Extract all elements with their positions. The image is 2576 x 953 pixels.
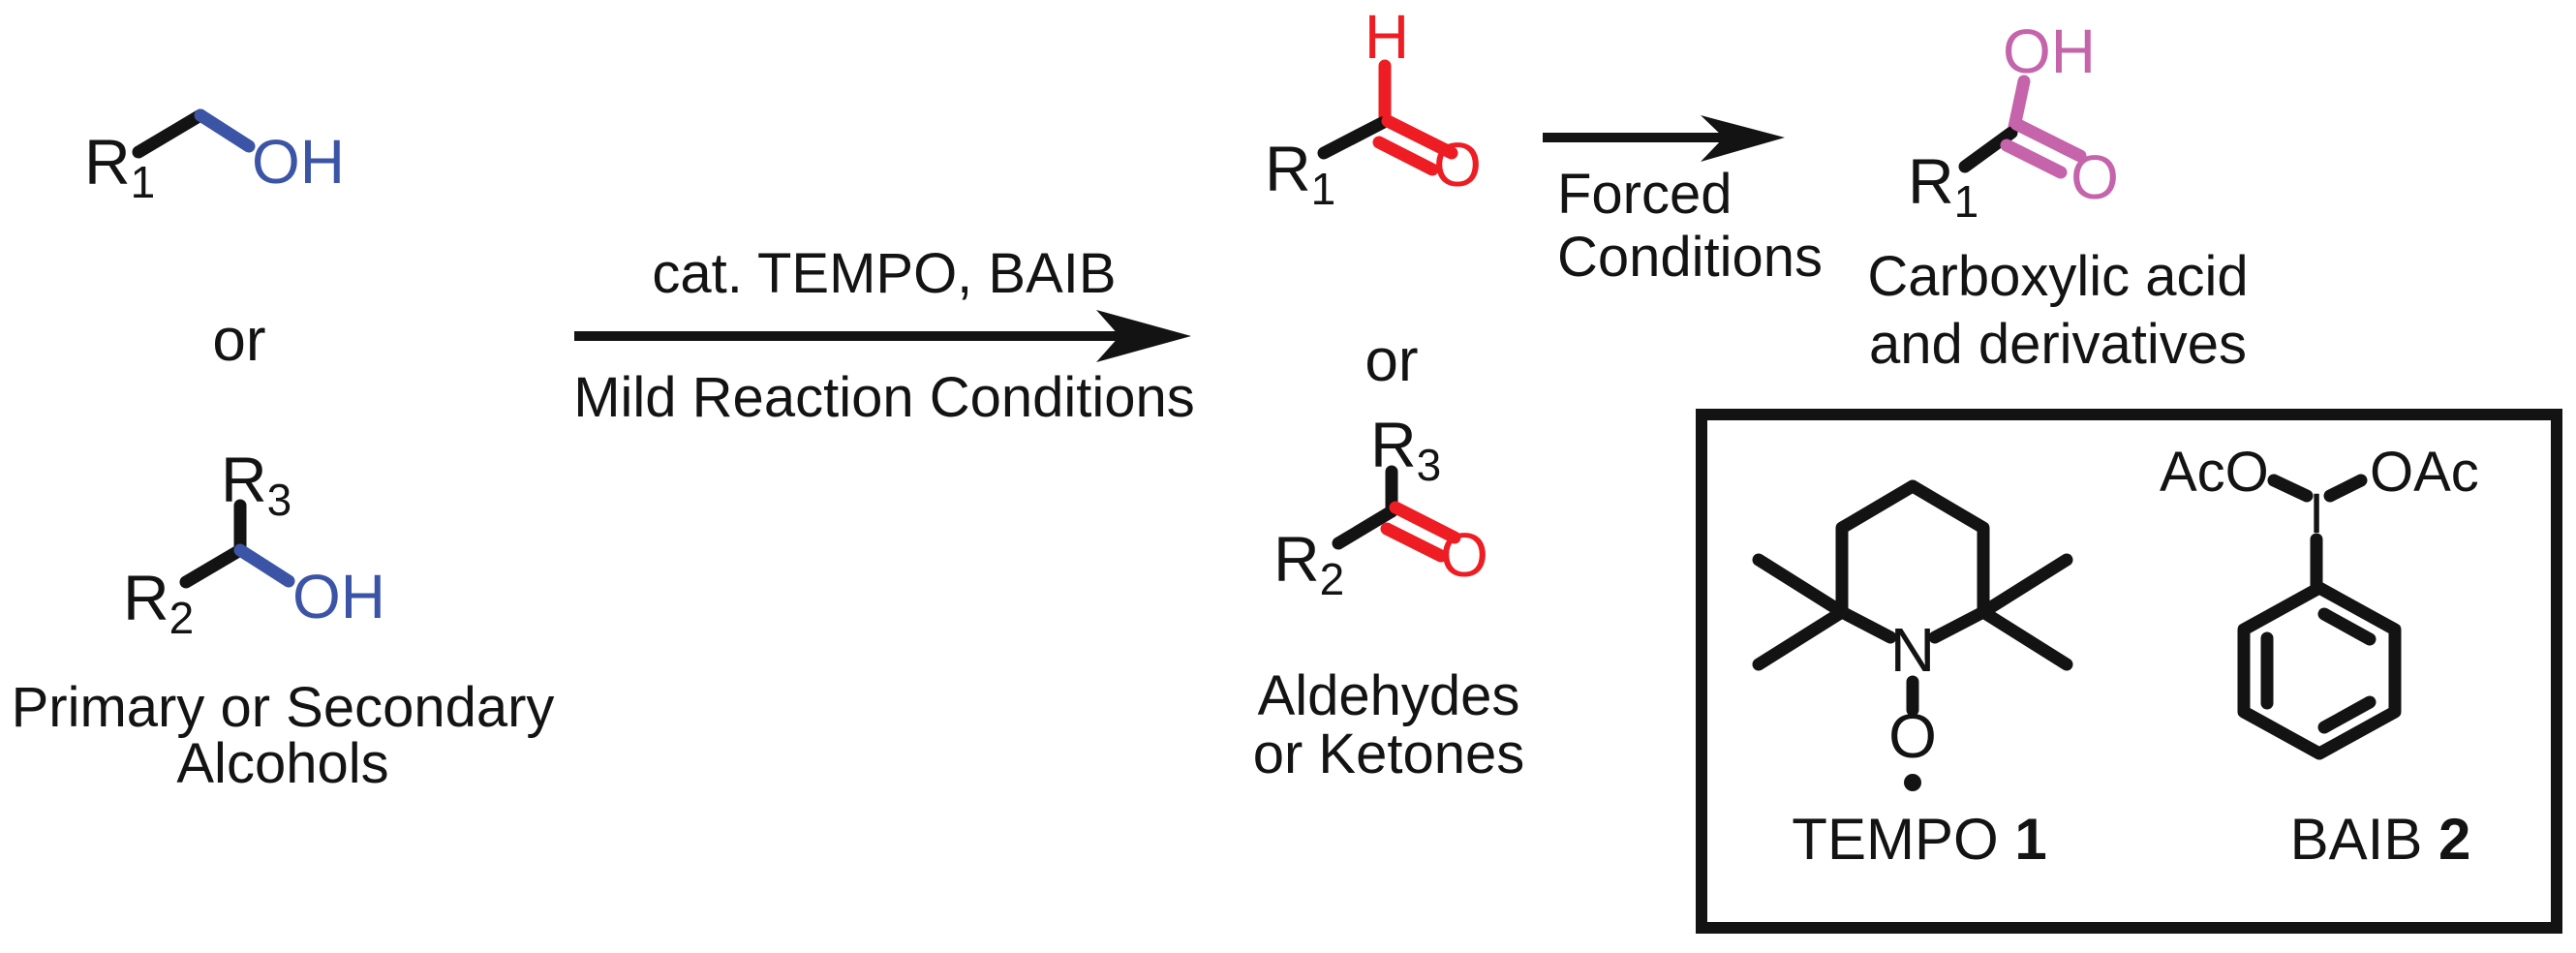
r2-label: R2 <box>1273 523 1344 604</box>
c-o-double-bond-1 <box>1389 501 1461 544</box>
r1-label: R1 <box>84 126 155 207</box>
carbonyl-o-label: O <box>1433 130 1482 200</box>
c-o-double-bond-2 <box>1380 522 1448 563</box>
primary-alcohol-structure: R1 OH <box>84 108 345 207</box>
oac-i-bond <box>2323 474 2368 503</box>
secondary-alcohol-structure: R3 R2 OH <box>123 444 385 643</box>
ketone-structure: R3 R2 O <box>1273 409 1488 604</box>
aco-label: AcO <box>2160 441 2269 504</box>
aldehyde-structure: H R1 O <box>1265 2 1482 214</box>
benzene-inner-bond-top-right <box>2317 607 2377 646</box>
r1-c-bond <box>1958 126 2018 173</box>
acid-caption-line1: Carboxylic acid <box>1867 245 2248 308</box>
iodine-label: I <box>2309 482 2324 545</box>
carboxylic-acid-structure: OH R1 O <box>1908 16 2119 227</box>
conditions-below-arrow: Mild Reaction Conditions <box>573 366 1195 429</box>
reaction-arrow-forced <box>1543 115 1785 162</box>
r1-c-bond <box>1317 116 1389 160</box>
radical-dot-icon <box>1904 774 1921 791</box>
c-o-double-bond-2 <box>1372 136 1439 176</box>
tempo-label: TEMPO 1 <box>1792 807 2046 872</box>
oac-label: OAc <box>2370 441 2479 504</box>
c-o-double-bond-1 <box>1381 114 1458 160</box>
c-o-double-bond-2 <box>2000 138 2068 179</box>
hydroxyl-label: OH <box>252 127 345 197</box>
hydroxyl-label: OH <box>292 562 385 631</box>
benzene-ring <box>2237 581 2402 760</box>
forced-conditions-line1: Forced <box>1557 163 1733 226</box>
arrow-head-icon <box>1701 115 1785 162</box>
or-text-middle: or <box>1365 327 1418 394</box>
carbonyl-o-label: O <box>1440 520 1488 590</box>
methyl-bond-upper-right <box>1977 553 2073 619</box>
benzene-inner-bond-bottom-right <box>2317 695 2377 734</box>
r3-label: R3 <box>1370 409 1441 490</box>
product-caption-line1: Aldehydes <box>1258 664 1520 727</box>
reactant-caption-line1: Primary or Secondary <box>12 676 555 739</box>
arrow-head-icon <box>1096 310 1191 362</box>
reactant-caption-line2: Alcohols <box>176 732 388 795</box>
methyl-bond-lower-right <box>1977 605 2073 671</box>
nitrogen-label: N <box>1890 615 1935 685</box>
r1-label: R1 <box>1908 145 1978 227</box>
c-o-double-bond-1 <box>2009 117 2087 163</box>
r2-label: R2 <box>123 562 194 643</box>
r3-label: R3 <box>221 444 291 525</box>
r1-c-bond <box>132 108 207 159</box>
forced-conditions-line2: Conditions <box>1557 226 1823 289</box>
tempo-structure: N O TEMPO 1 <box>1752 479 2073 872</box>
baib-structure: AcO OAc I BAIB 2 <box>2160 441 2479 872</box>
piperidine-ring-left <box>1835 479 1919 644</box>
legend-box <box>1696 409 2562 934</box>
r2-c-bond <box>1332 505 1398 550</box>
piperidine-ring-right <box>1906 479 1990 644</box>
c-oh-bond <box>233 543 295 588</box>
r1-label: R1 <box>1265 133 1335 214</box>
product-caption-line2: or Ketones <box>1253 722 1525 785</box>
or-text-left: or <box>212 307 265 374</box>
reaction-arrow-main <box>574 310 1191 362</box>
carbonyl-o-label: O <box>2070 142 2119 212</box>
conditions-above-arrow: cat. TEMPO, BAIB <box>652 242 1116 305</box>
r2-c-bond <box>179 543 247 589</box>
aldehyde-h-label: H <box>1365 2 1409 72</box>
baib-label: BAIB 2 <box>2290 807 2471 872</box>
acid-caption-line2: and derivatives <box>1869 313 2247 376</box>
aco-i-bond <box>2267 474 2314 503</box>
hydroxyl-label: OH <box>2003 16 2096 86</box>
methyl-bond-lower-left <box>1752 605 1849 671</box>
oxygen-label: O <box>1888 701 1937 771</box>
methyl-bond-upper-left <box>1752 553 1849 619</box>
c-oh-bond <box>194 108 256 153</box>
